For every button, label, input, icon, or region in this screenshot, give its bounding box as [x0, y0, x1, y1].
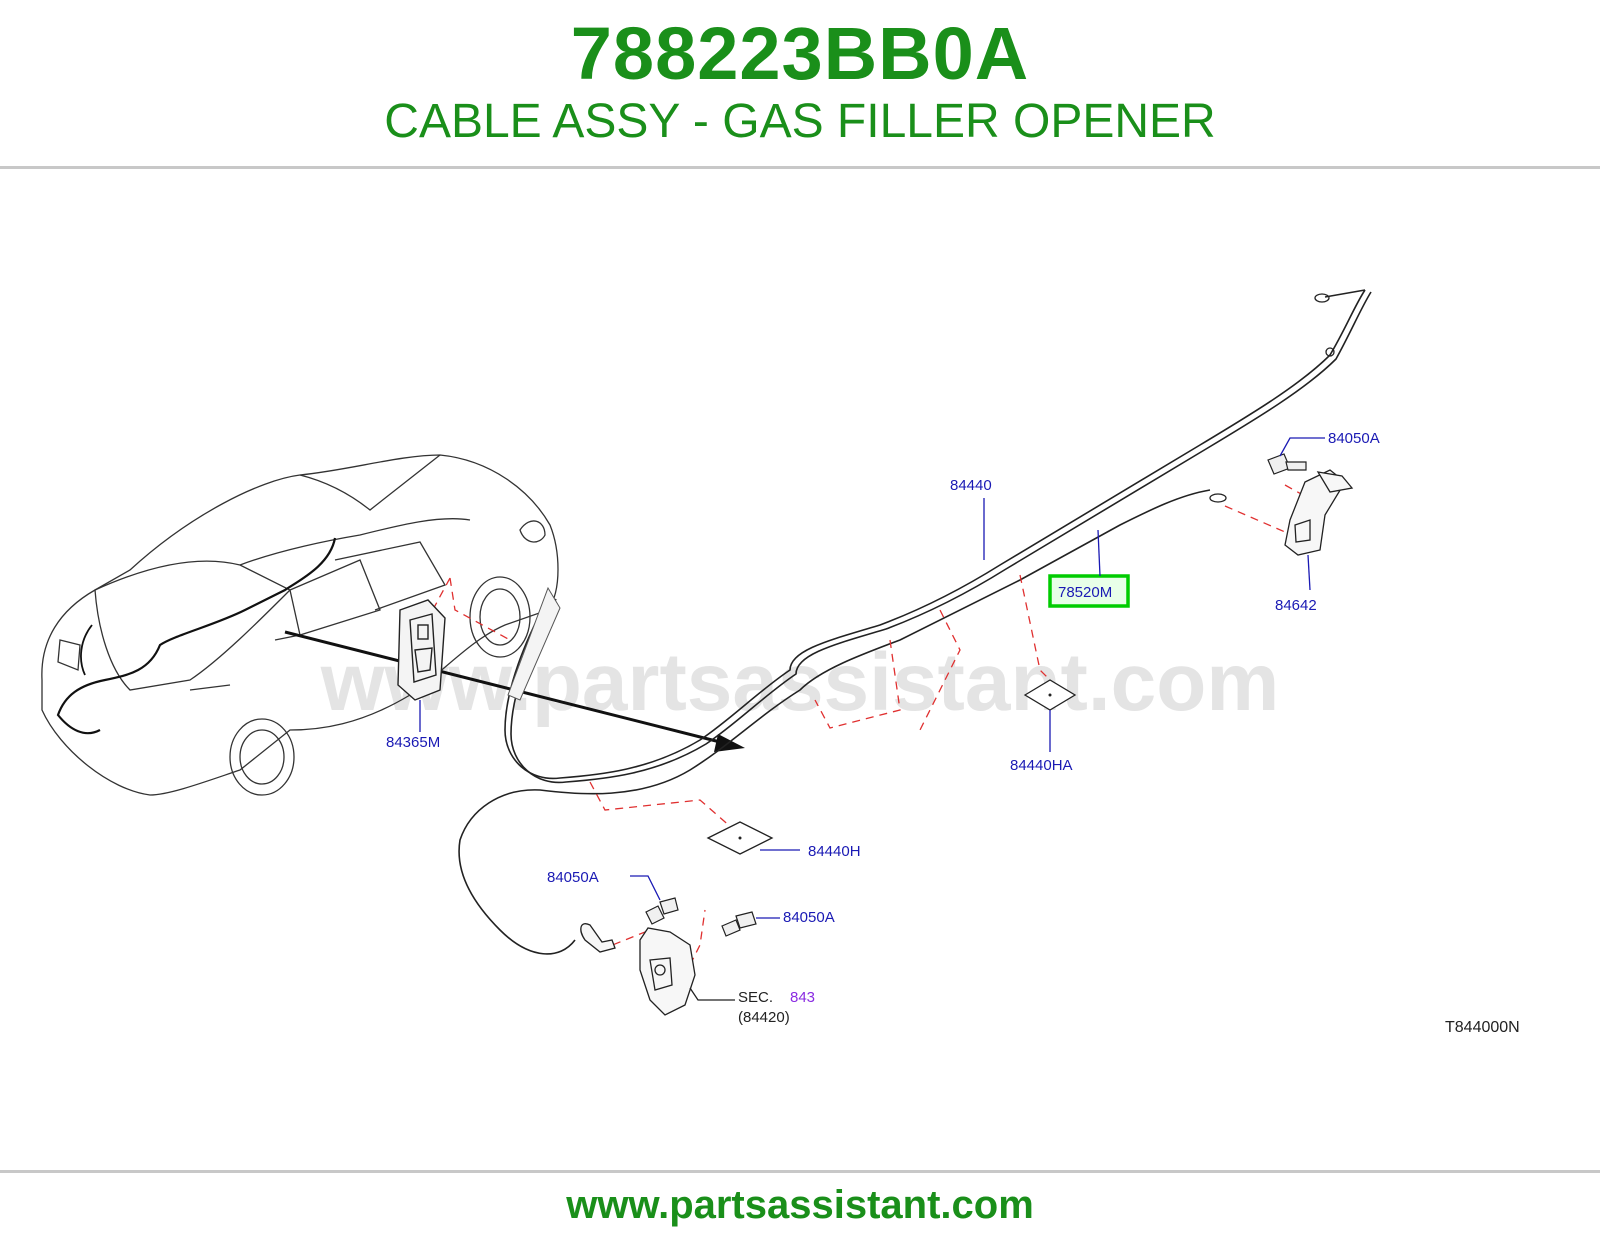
label-pad-left: 84440H: [808, 843, 861, 860]
leader-highlight: [1097, 529, 1101, 577]
label-sec-ref: (84420): [738, 1009, 790, 1026]
car-illustration: [41, 454, 559, 796]
leader-sec: [689, 987, 735, 1001]
label-bolt-right: 84050A: [783, 909, 835, 926]
cable-end-fitting-icon: [1314, 293, 1330, 303]
part-title: CABLE ASSY - GAS FILLER OPENER: [384, 95, 1216, 148]
page-header: 788223BB0A CABLE ASSY - GAS FILLER OPENE…: [0, 0, 1600, 168]
bolt-left-icon: [645, 897, 679, 925]
header-divider: [0, 166, 1600, 169]
cable-clip-icon: [1325, 347, 1335, 357]
pad-right-dot: [1048, 693, 1052, 697]
label-highlight[interactable]: 78520M: [1058, 584, 1112, 601]
diagram-canvas: www.partsassistant.com: [41, 289, 1520, 1036]
highlight-box[interactable]: [1048, 574, 1130, 608]
fuel-lid-opener-icon: [397, 599, 446, 701]
pad-left-dot: [738, 836, 742, 840]
bolt-top-right-icon: [1267, 453, 1307, 475]
label-sec-number[interactable]: 843: [790, 989, 815, 1006]
car-cable-route: [56, 537, 337, 735]
footer-url[interactable]: www.partsassistant.com: [566, 1183, 1034, 1227]
label-cable: 84440: [950, 477, 992, 494]
parts-diagram: www.partsassistant.com: [0, 170, 1600, 1168]
leader-bolt-left: [630, 875, 661, 901]
detail-arrow: [284, 630, 721, 744]
dashed-leaders: [429, 484, 1313, 966]
label-pad-right: 84440HA: [1010, 757, 1073, 774]
footer-divider: [0, 1170, 1600, 1173]
part-number: 788223BB0A: [570, 12, 1030, 95]
bolt-right-icon: [721, 911, 757, 937]
watermark: www.partsassistant.com: [320, 637, 1280, 728]
label-bolt-left: 84050A: [547, 869, 599, 886]
hood-latch-icon: [580, 923, 696, 1016]
diagram-code: T844000N: [1445, 1019, 1520, 1036]
label-lever: 84642: [1275, 597, 1317, 614]
opener-cable: [458, 289, 1372, 955]
cable-lever-end-icon: [1209, 493, 1227, 503]
lever-bracket-icon: [1284, 469, 1354, 556]
cable-sleeve: [507, 586, 561, 701]
label-sec-prefix: SEC.: [738, 989, 773, 1006]
car-cable-branch: [80, 624, 93, 676]
leader-lever: [1307, 554, 1311, 591]
leader-bolt-top: [1279, 437, 1325, 457]
label-lid: 84365M: [386, 734, 440, 751]
label-bolt-top: 84050A: [1328, 430, 1380, 447]
